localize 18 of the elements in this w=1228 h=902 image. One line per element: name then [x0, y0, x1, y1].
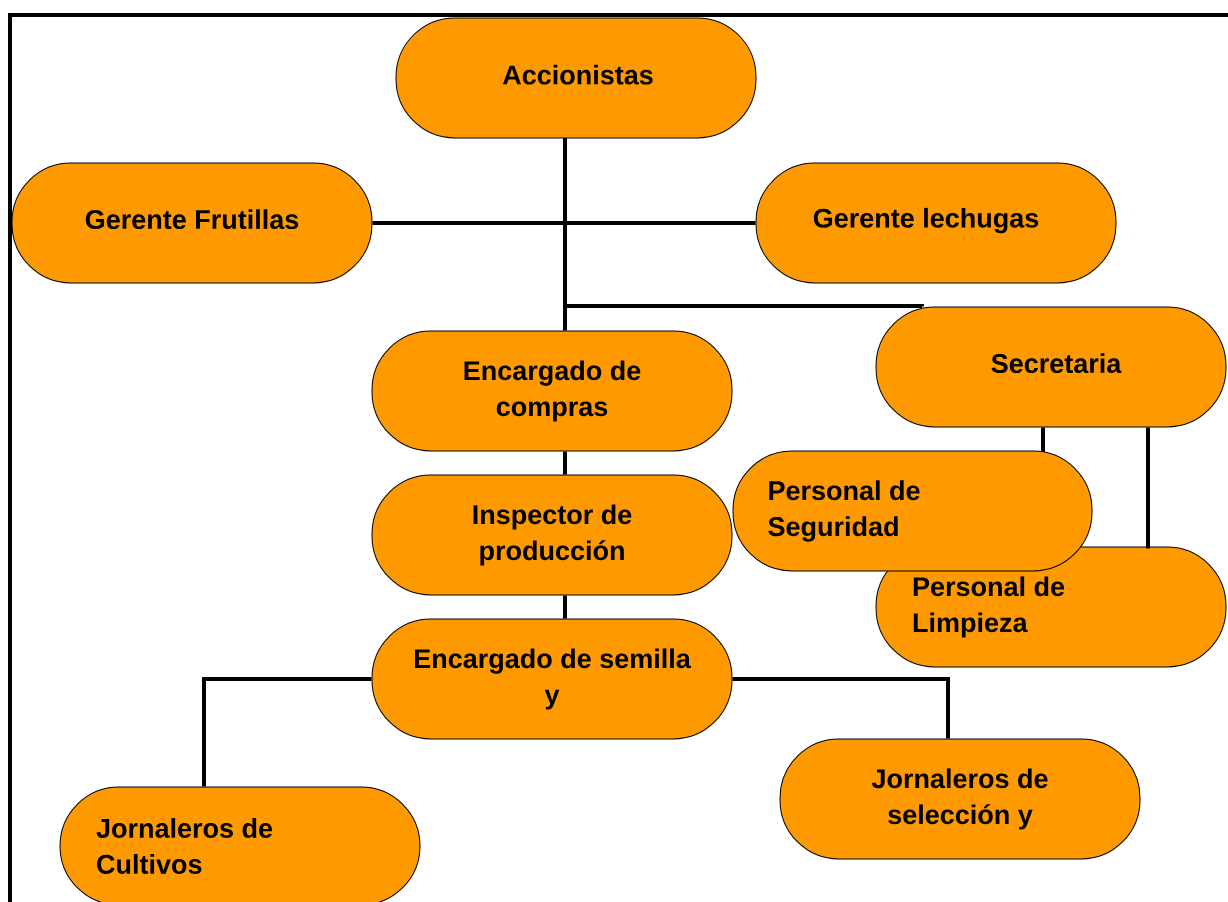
position-box: Encargado de semilla y [371, 618, 733, 740]
connector-line [732, 677, 950, 739]
position-box: Accionistas [395, 17, 757, 139]
position-box: Inspector de producción [371, 474, 733, 596]
position-box: Gerente Frutillas [11, 162, 373, 284]
position-box: Secretaria [875, 306, 1227, 428]
position-box: Personal de Seguridad [732, 450, 1093, 572]
connector-line [202, 677, 372, 787]
connector-line [1146, 427, 1150, 549]
node-label: Personal de Limpieza [913, 576, 1065, 638]
position-box: Jornaleros de selección y [779, 738, 1141, 860]
connector-line [563, 138, 924, 309]
position-box: Gerente lechugas [755, 162, 1117, 284]
position-box: Encargado de compras [371, 330, 733, 452]
connector-line [563, 451, 567, 475]
position-box: Jornaleros de Cultivos [59, 786, 421, 902]
connector-line [563, 595, 567, 619]
connector-line [1041, 427, 1045, 452]
